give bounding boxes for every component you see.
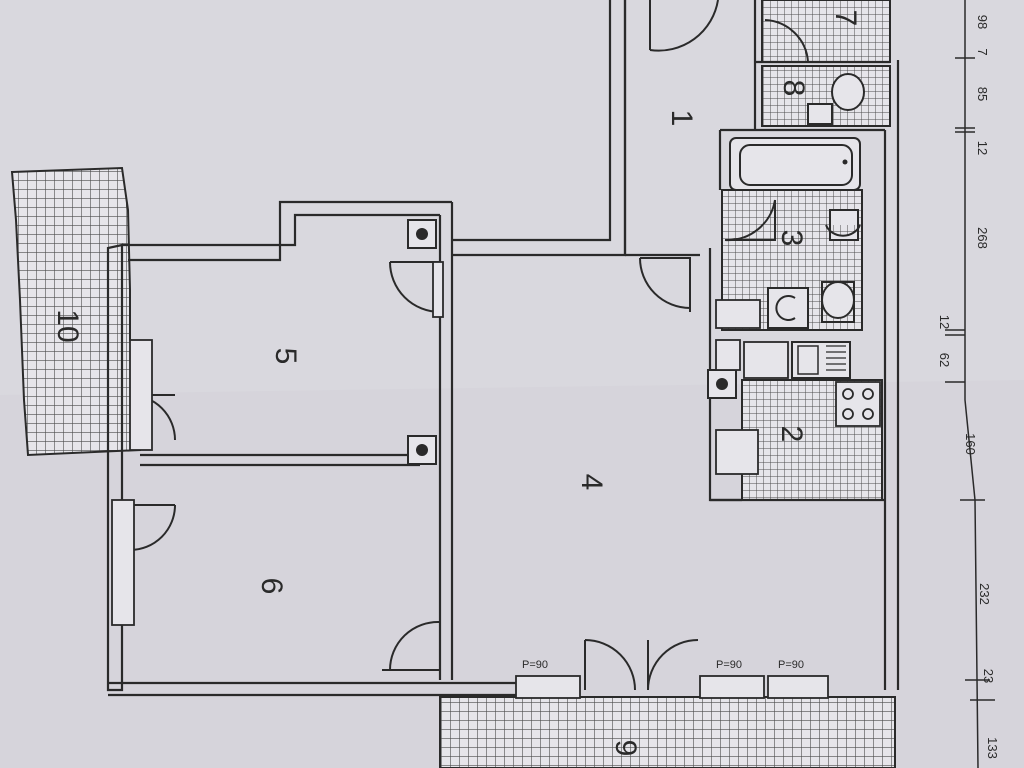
room-label-10: 10 bbox=[51, 309, 84, 342]
toilet-3 bbox=[825, 209, 861, 241]
dim-12-mid: 12 bbox=[937, 315, 952, 329]
room-label-8: 8 bbox=[777, 80, 810, 97]
stove bbox=[835, 381, 881, 427]
room-label-6: 6 bbox=[255, 578, 288, 595]
window-tag-1: P=90 bbox=[522, 659, 548, 671]
room-label-7: 7 bbox=[829, 10, 862, 27]
sink-3 bbox=[821, 281, 855, 323]
dim-85: 85 bbox=[975, 87, 990, 101]
balcony-9 bbox=[439, 696, 896, 768]
dim-23: 23 bbox=[981, 669, 996, 683]
walls bbox=[106, 0, 900, 697]
dim-232: 232 bbox=[977, 583, 992, 605]
dim-12-top: 12 bbox=[975, 141, 990, 155]
column-1 bbox=[407, 219, 437, 249]
dim-98: 98 bbox=[975, 15, 990, 29]
window-tag-3: P=90 bbox=[778, 659, 804, 671]
column-2 bbox=[407, 435, 437, 465]
room-labels: 1 2 3 4 5 6 7 8 9 10 bbox=[51, 10, 862, 757]
doors bbox=[129, 0, 809, 691]
dimension-labels: 98 7 85 12 268 12 62 160 232 23 133 bbox=[937, 15, 1000, 759]
dim-133: 133 bbox=[985, 737, 1000, 759]
dim-268: 268 bbox=[975, 227, 990, 249]
kitchen-cabinets bbox=[715, 299, 789, 475]
bathtub bbox=[729, 137, 861, 191]
dim-7: 7 bbox=[975, 48, 990, 55]
dim-62: 62 bbox=[937, 353, 952, 367]
kitchen-sink bbox=[791, 341, 851, 379]
window-frames bbox=[111, 261, 829, 699]
dimension-line bbox=[945, 0, 995, 768]
room-label-9: 9 bbox=[609, 740, 642, 757]
window-tag-2: P=90 bbox=[716, 659, 742, 671]
washer bbox=[767, 287, 809, 329]
room-7-tiles bbox=[761, 0, 891, 63]
dim-160: 160 bbox=[963, 433, 978, 455]
room-label-1: 1 bbox=[665, 110, 698, 127]
room-label-2: 2 bbox=[775, 426, 808, 443]
room-label-3: 3 bbox=[775, 230, 808, 247]
window-tags: P=90 P=90 P=90 bbox=[522, 659, 804, 671]
toilet-8 bbox=[807, 73, 865, 125]
room-label-5: 5 bbox=[269, 348, 302, 365]
column-3 bbox=[707, 369, 737, 399]
room-label-4: 4 bbox=[575, 474, 608, 491]
